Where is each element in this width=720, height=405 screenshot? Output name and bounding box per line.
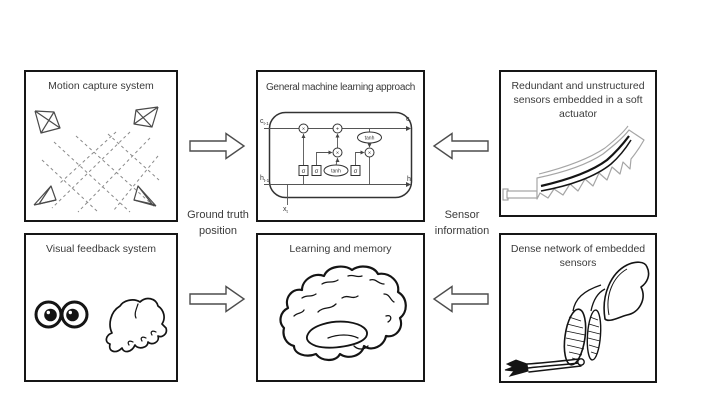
- svg-text:σ: σ: [315, 169, 319, 175]
- embedded-sensor-line: [540, 139, 632, 192]
- svg-text:×: ×: [368, 151, 371, 157]
- camera-frustum-icon: [34, 110, 61, 134]
- block-arrow-left-icon: [432, 132, 489, 160]
- scapula-inner-line: [607, 268, 628, 316]
- forearm-bones: [526, 358, 585, 373]
- eye-icon: [60, 300, 89, 329]
- soft-actuator-title: Redundant and unstructured sensors embed…: [511, 80, 645, 120]
- hand-sketch: [105, 297, 168, 353]
- box-ml-approach: General machine learning approach: [256, 70, 425, 222]
- lstm-c-prev-label: ct-1: [260, 118, 269, 126]
- svg-text:tanh: tanh: [331, 169, 341, 175]
- lstm-cell-outline: [268, 111, 413, 199]
- svg-text:+: +: [336, 127, 339, 133]
- svg-text:×: ×: [336, 151, 339, 157]
- learning-memory-title: Learning and memory: [289, 243, 392, 255]
- embedded-sensor-line: [540, 135, 630, 188]
- multiply-node: ×: [332, 147, 343, 158]
- brain-gyri-lines: [293, 274, 395, 350]
- block-arrow-right-icon: [189, 285, 246, 313]
- lstm-arrowheads: [301, 126, 411, 187]
- mocap-sketch: [33, 106, 160, 213]
- dense-sensors-title: Dense network of embedded sensors: [510, 243, 646, 269]
- box-learning-memory: Learning and memory: [256, 233, 425, 382]
- actuator-sketch: [502, 125, 645, 201]
- brain-sketch: [279, 265, 407, 362]
- motion-capture-title: Motion capture system: [48, 80, 154, 92]
- box-visual-feedback: Visual feedback system: [24, 233, 178, 382]
- scapula-shape: [603, 261, 650, 322]
- svg-text:×: ×: [302, 127, 305, 133]
- svg-text:tanh: tanh: [365, 136, 375, 142]
- lstm-h-out-label: ht: [407, 176, 413, 184]
- lstm-diagram: × + × × tanh tanh: [260, 111, 413, 214]
- lstm-c-out-label: ct: [406, 116, 412, 124]
- multiply-node: ×: [364, 147, 375, 158]
- sensor-info-label: Sensor information: [434, 209, 490, 237]
- sigma-gate: σ: [298, 165, 309, 176]
- camera-frustum-icon: [33, 185, 57, 206]
- arm-sketch: [504, 261, 650, 377]
- lstm-h-prev-label: ht-1: [260, 175, 270, 183]
- visual-feedback-sketch: [34, 297, 168, 353]
- block-arrow-right-icon: [189, 132, 246, 160]
- svg-text:σ: σ: [354, 169, 358, 175]
- multiply-node: ×: [298, 123, 309, 134]
- sigma-gate: σ: [311, 165, 322, 176]
- ml-approach-title: General machine learning approach: [265, 82, 416, 93]
- hand-shape: [504, 359, 529, 377]
- mocap-grid-lines: [41, 131, 160, 213]
- muscle-spindle: [586, 309, 602, 361]
- tanh-node: tanh: [323, 164, 349, 177]
- camera-frustum-icon: [133, 185, 157, 207]
- tanh-node: tanh: [357, 131, 382, 144]
- ground-truth-label: Ground truth position: [187, 209, 249, 237]
- eye-icon: [34, 300, 63, 329]
- box-soft-actuator: Redundant and unstructured sensors embed…: [499, 70, 657, 217]
- brain-temporal-lobe-shape: [305, 320, 368, 349]
- camera-frustum-icon: [133, 106, 159, 128]
- lstm-x-in-label: xt: [283, 206, 289, 214]
- air-tube-shape: [502, 188, 538, 201]
- svg-text:σ: σ: [302, 169, 306, 175]
- box-dense-sensors: Dense network of embedded sensors: [499, 233, 657, 383]
- box-motion-capture: Motion capture system: [24, 70, 178, 222]
- muscle-spindle: [563, 308, 587, 366]
- add-node: +: [332, 123, 343, 134]
- sigma-gate: σ: [350, 165, 361, 176]
- visual-feedback-title: Visual feedback system: [45, 243, 157, 255]
- shoulder-tendon-lines: [572, 284, 606, 312]
- block-arrow-left-icon: [432, 285, 489, 313]
- actuator-top-layer-line: [538, 125, 629, 175]
